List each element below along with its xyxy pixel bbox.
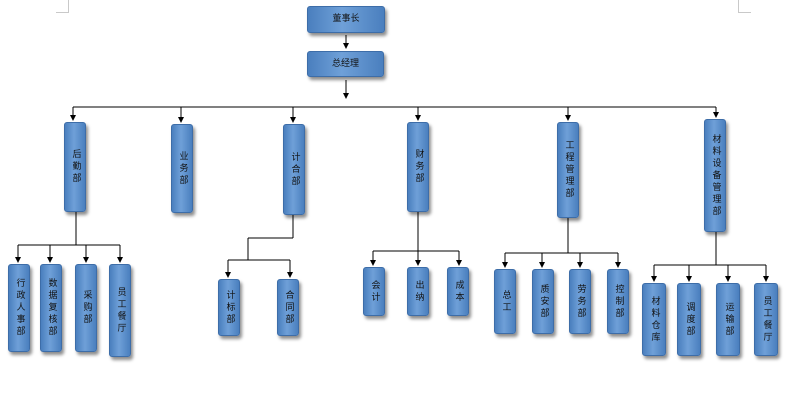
node-dispatch: 调度部 xyxy=(677,283,701,356)
node-admin-hr: 行政人事部 xyxy=(8,264,30,352)
node-labor-services: 劳务部 xyxy=(569,269,591,334)
node-planning-section: 计标部 xyxy=(218,279,240,336)
corner-mark-left xyxy=(56,0,69,13)
node-accounting: 会计 xyxy=(363,267,385,316)
node-cost: 成本 xyxy=(447,267,469,316)
node-chairman: 董事长 xyxy=(307,6,385,33)
node-quality-safety: 质安部 xyxy=(532,269,554,334)
node-materials-equipment: 材料设备管理部 xyxy=(704,119,726,232)
node-purchasing: 采购部 xyxy=(75,264,97,352)
corner-mark-right xyxy=(738,0,751,13)
node-finance: 财务部 xyxy=(407,122,429,212)
node-materials-warehouse: 材料仓库 xyxy=(642,283,666,356)
node-data-review: 数据复核部 xyxy=(40,264,62,352)
node-planning-contract: 计合部 xyxy=(283,124,305,215)
node-staff-canteen-b: 员工餐厅 xyxy=(754,283,778,356)
node-engineering-mgmt: 工程管理部 xyxy=(557,122,579,218)
node-business: 业务部 xyxy=(171,124,193,213)
node-general-manager: 总经理 xyxy=(307,51,384,77)
node-budget-control: 控制部 xyxy=(607,269,629,334)
node-chief-engineer: 总工 xyxy=(494,269,516,334)
node-cashier: 出纳 xyxy=(407,267,429,316)
node-staff-canteen-a: 员工餐厅 xyxy=(109,264,131,357)
node-contract-section: 合同部 xyxy=(277,279,299,336)
node-transport: 运输部 xyxy=(716,283,740,356)
node-logistics: 后勤部 xyxy=(64,122,86,212)
